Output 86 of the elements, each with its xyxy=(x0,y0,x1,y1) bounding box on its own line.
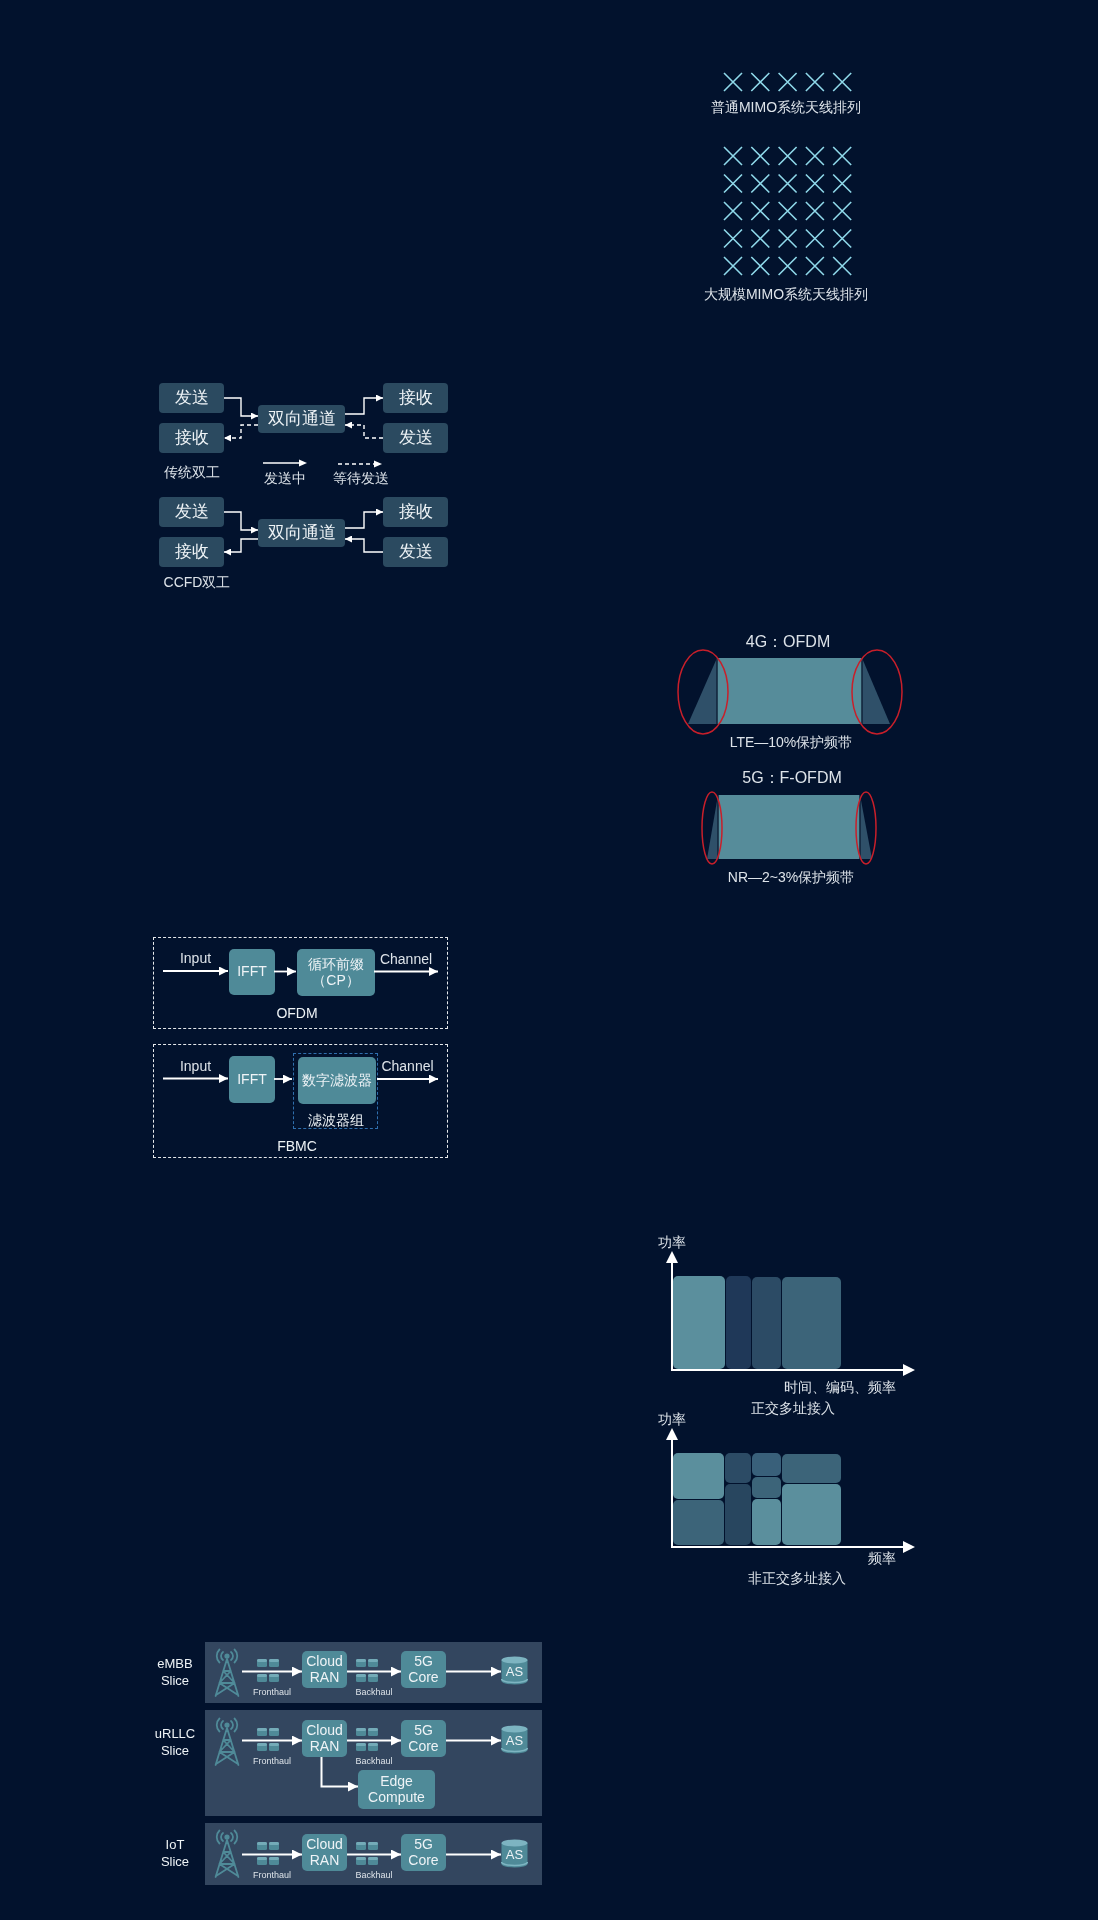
caption-text: 传统双工 xyxy=(164,463,220,481)
process-box: 5G Core xyxy=(401,1834,446,1871)
arrow xyxy=(346,1849,402,1860)
process-box: IFFT xyxy=(229,949,275,995)
process-box: 接收 xyxy=(159,537,224,567)
process-box: 循环前缀（CP） xyxy=(297,949,375,996)
arrow xyxy=(320,1756,359,1792)
process-box: 发送 xyxy=(159,383,224,413)
arrow xyxy=(273,1074,293,1084)
process-box: 双向通道 xyxy=(258,405,345,433)
arrow xyxy=(445,1735,502,1746)
process-box: Cloud RAN xyxy=(302,1720,347,1757)
process-box: 接收 xyxy=(383,383,448,413)
caption-text: 普通MIMO系统天线排列 xyxy=(710,98,862,116)
process-box: 发送 xyxy=(383,423,448,453)
process-box: 发送 xyxy=(383,537,448,567)
dashed-arrow xyxy=(223,424,259,442)
edge-label: Input xyxy=(179,1057,212,1074)
arrow xyxy=(223,397,259,420)
caption-text: 正交多址接入 xyxy=(751,1399,835,1417)
process-box: Edge Compute xyxy=(358,1770,435,1809)
cell-tower-icon xyxy=(212,1648,242,1698)
arrow xyxy=(162,966,229,976)
arrow xyxy=(373,967,439,976)
caption-text: CCFD双工 xyxy=(163,573,231,591)
arrow xyxy=(376,1074,439,1084)
dashed-group-box xyxy=(293,1053,378,1129)
arrow xyxy=(445,1666,502,1677)
process-box: Cloud RAN xyxy=(302,1834,347,1871)
arrow xyxy=(241,1849,303,1860)
arrow xyxy=(344,535,384,553)
process-box: 5G Core xyxy=(401,1651,446,1688)
heading-text: 4G：OFDM xyxy=(745,632,831,652)
process-box: 发送 xyxy=(159,497,224,527)
group-title: 滤波器组 xyxy=(308,1111,364,1129)
edge-label: Fronthaul xyxy=(253,1755,291,1766)
axis-label: 功率 xyxy=(658,1410,686,1428)
legend-label: 等待发送 xyxy=(333,469,389,487)
process-box: 接收 xyxy=(383,497,448,527)
slice-label: eMBB Slice xyxy=(157,1656,193,1690)
dashed-group-box xyxy=(153,937,448,1029)
arrow xyxy=(273,967,297,976)
database-cylinder: AS xyxy=(501,1656,528,1685)
caption-text: 非正交多址接入 xyxy=(748,1569,846,1587)
process-box: 5G Core xyxy=(401,1720,446,1757)
arrow xyxy=(344,394,384,415)
process-box: 数字滤波器 xyxy=(298,1057,376,1104)
database-cylinder: AS xyxy=(501,1839,528,1868)
process-box: 双向通道 xyxy=(258,519,345,547)
caption-text: NR—2~3%保护频带 xyxy=(727,868,855,886)
arrow xyxy=(344,508,384,529)
arrow xyxy=(241,1735,303,1746)
process-box: 接收 xyxy=(159,423,224,453)
arrow xyxy=(241,1666,303,1677)
axis-label: 功率 xyxy=(658,1233,686,1251)
arrow xyxy=(445,1849,502,1860)
axis-label: 时间、编码、频率 xyxy=(784,1378,896,1396)
group-title: OFDM xyxy=(276,1004,318,1022)
dashed-arrow xyxy=(344,421,384,439)
caption-text: 大规模MIMO系统天线排列 xyxy=(703,285,869,303)
process-box: IFFT xyxy=(229,1056,275,1103)
edge-label: Backhaul xyxy=(355,1755,393,1766)
edge-label: Channel xyxy=(379,950,433,967)
heading-text: 5G：F-OFDM xyxy=(742,768,842,788)
arrow xyxy=(346,1666,402,1677)
process-box: Cloud RAN xyxy=(302,1651,347,1688)
slice-label: IoT Slice xyxy=(160,1837,190,1871)
cell-tower-icon xyxy=(212,1717,242,1767)
edge-label: Input xyxy=(179,949,212,967)
edge-label: Fronthaul xyxy=(253,1869,291,1880)
arrow xyxy=(346,1735,402,1746)
cell-tower-icon xyxy=(212,1829,242,1879)
group-title: FBMC xyxy=(277,1137,317,1155)
edge-label: Channel xyxy=(381,1057,434,1075)
dashed-group-box xyxy=(153,1044,448,1158)
arrow xyxy=(223,511,259,534)
edge-label: Fronthaul xyxy=(253,1686,291,1697)
edge-label: Backhaul xyxy=(355,1686,393,1697)
legend-label: 发送中 xyxy=(264,469,306,487)
caption-text: LTE—10%保护频带 xyxy=(729,733,853,751)
edge-label: Backhaul xyxy=(355,1869,393,1880)
database-cylinder: AS xyxy=(501,1725,528,1754)
arrow xyxy=(223,538,259,556)
axis-label: 频率 xyxy=(868,1549,896,1567)
arrow xyxy=(162,1074,229,1083)
slice-label: uRLLC Slice xyxy=(154,1726,196,1760)
